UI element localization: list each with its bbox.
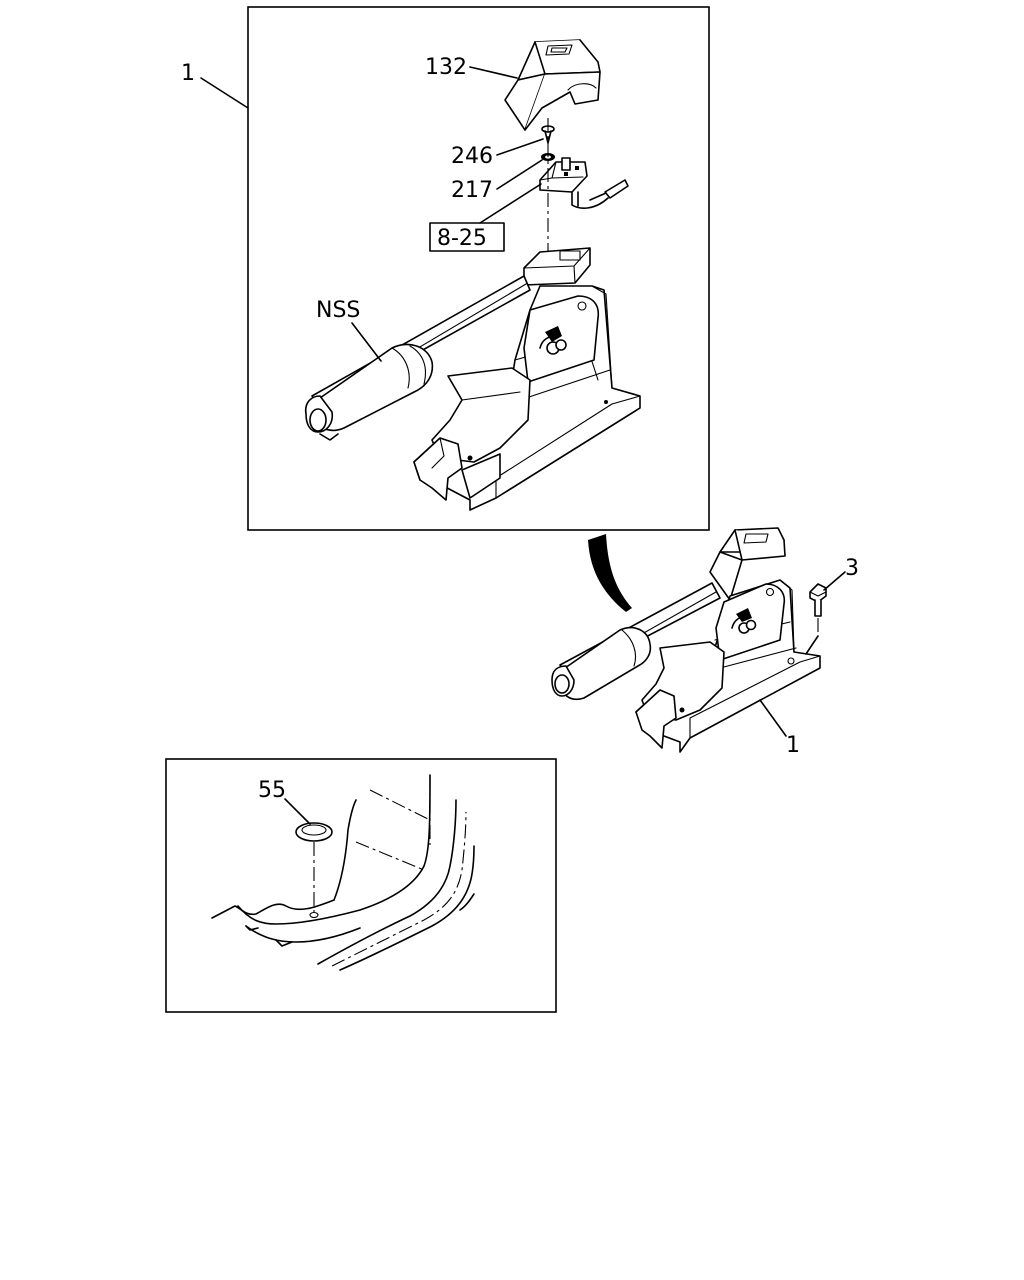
leader-plug [284, 798, 311, 825]
cover-part [504, 39, 601, 131]
callout-label-plug: 55 [258, 778, 286, 803]
lever-assembly-installed [551, 527, 821, 753]
callout-label-screw: 246 [451, 144, 493, 169]
detail-frame-bottom [165, 758, 557, 1013]
bolt-part [805, 583, 827, 655]
leader-cover [469, 66, 518, 79]
callout-label-lever: NSS [316, 298, 360, 323]
leader-assembly-top [200, 77, 249, 109]
callout-label-bolt: 3 [845, 556, 859, 581]
callout-label-washer: 217 [451, 178, 493, 203]
switch-part [539, 157, 629, 209]
leader-washer [496, 159, 543, 190]
plug-part [295, 822, 333, 919]
view-transition-arrow [588, 534, 632, 612]
callout-label-assembly-top: 1 [181, 61, 195, 86]
leader-lever [351, 322, 382, 362]
callout-label-switch-ref: 8-25 [437, 226, 487, 251]
leader-bolt [823, 571, 846, 591]
leader-switch [479, 183, 542, 224]
callout-label-cover: 132 [425, 55, 467, 80]
callout-label-assembly-bottom: 1 [786, 733, 800, 758]
leader-screw [496, 138, 544, 156]
lever-assembly-detail [304, 247, 641, 511]
detail-frame-top [247, 6, 710, 531]
floor-panel-detail [211, 774, 475, 971]
leader-assembly-bottom [759, 699, 787, 737]
ref-box-switch [429, 222, 505, 252]
